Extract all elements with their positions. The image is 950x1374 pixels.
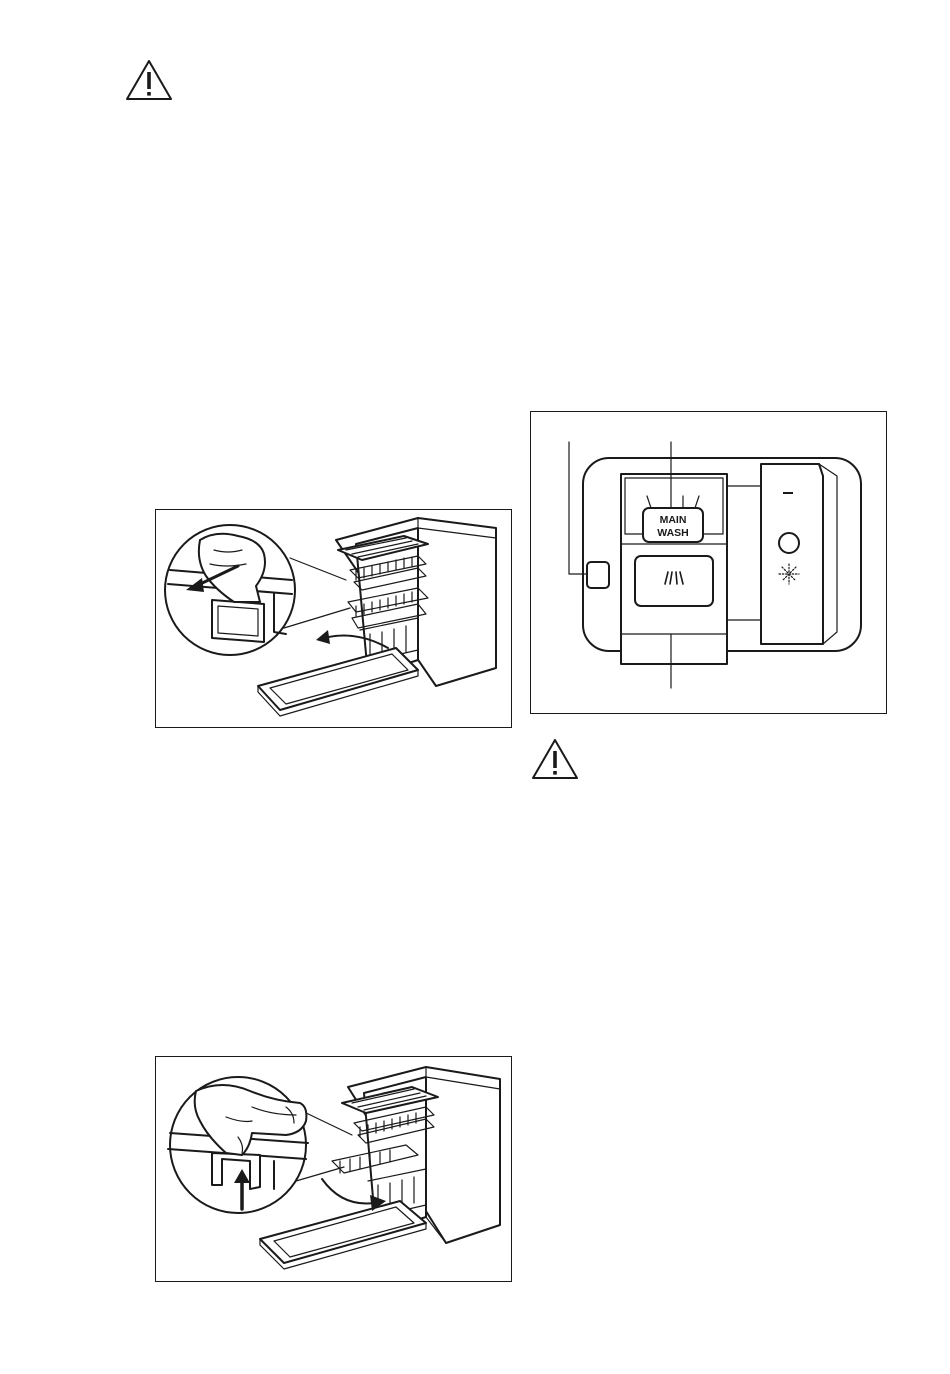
figure-detergent-dispenser: MAIN WASH xyxy=(530,411,887,714)
figure-upper-basket-release xyxy=(155,509,512,728)
warning-triangle-icon xyxy=(124,58,174,102)
warning-triangle-icon xyxy=(530,737,580,781)
compartment-label-line1: MAIN xyxy=(660,514,687,526)
compartment-label-line2: WASH xyxy=(657,527,689,539)
figure-upper-basket-lift xyxy=(155,1056,512,1282)
